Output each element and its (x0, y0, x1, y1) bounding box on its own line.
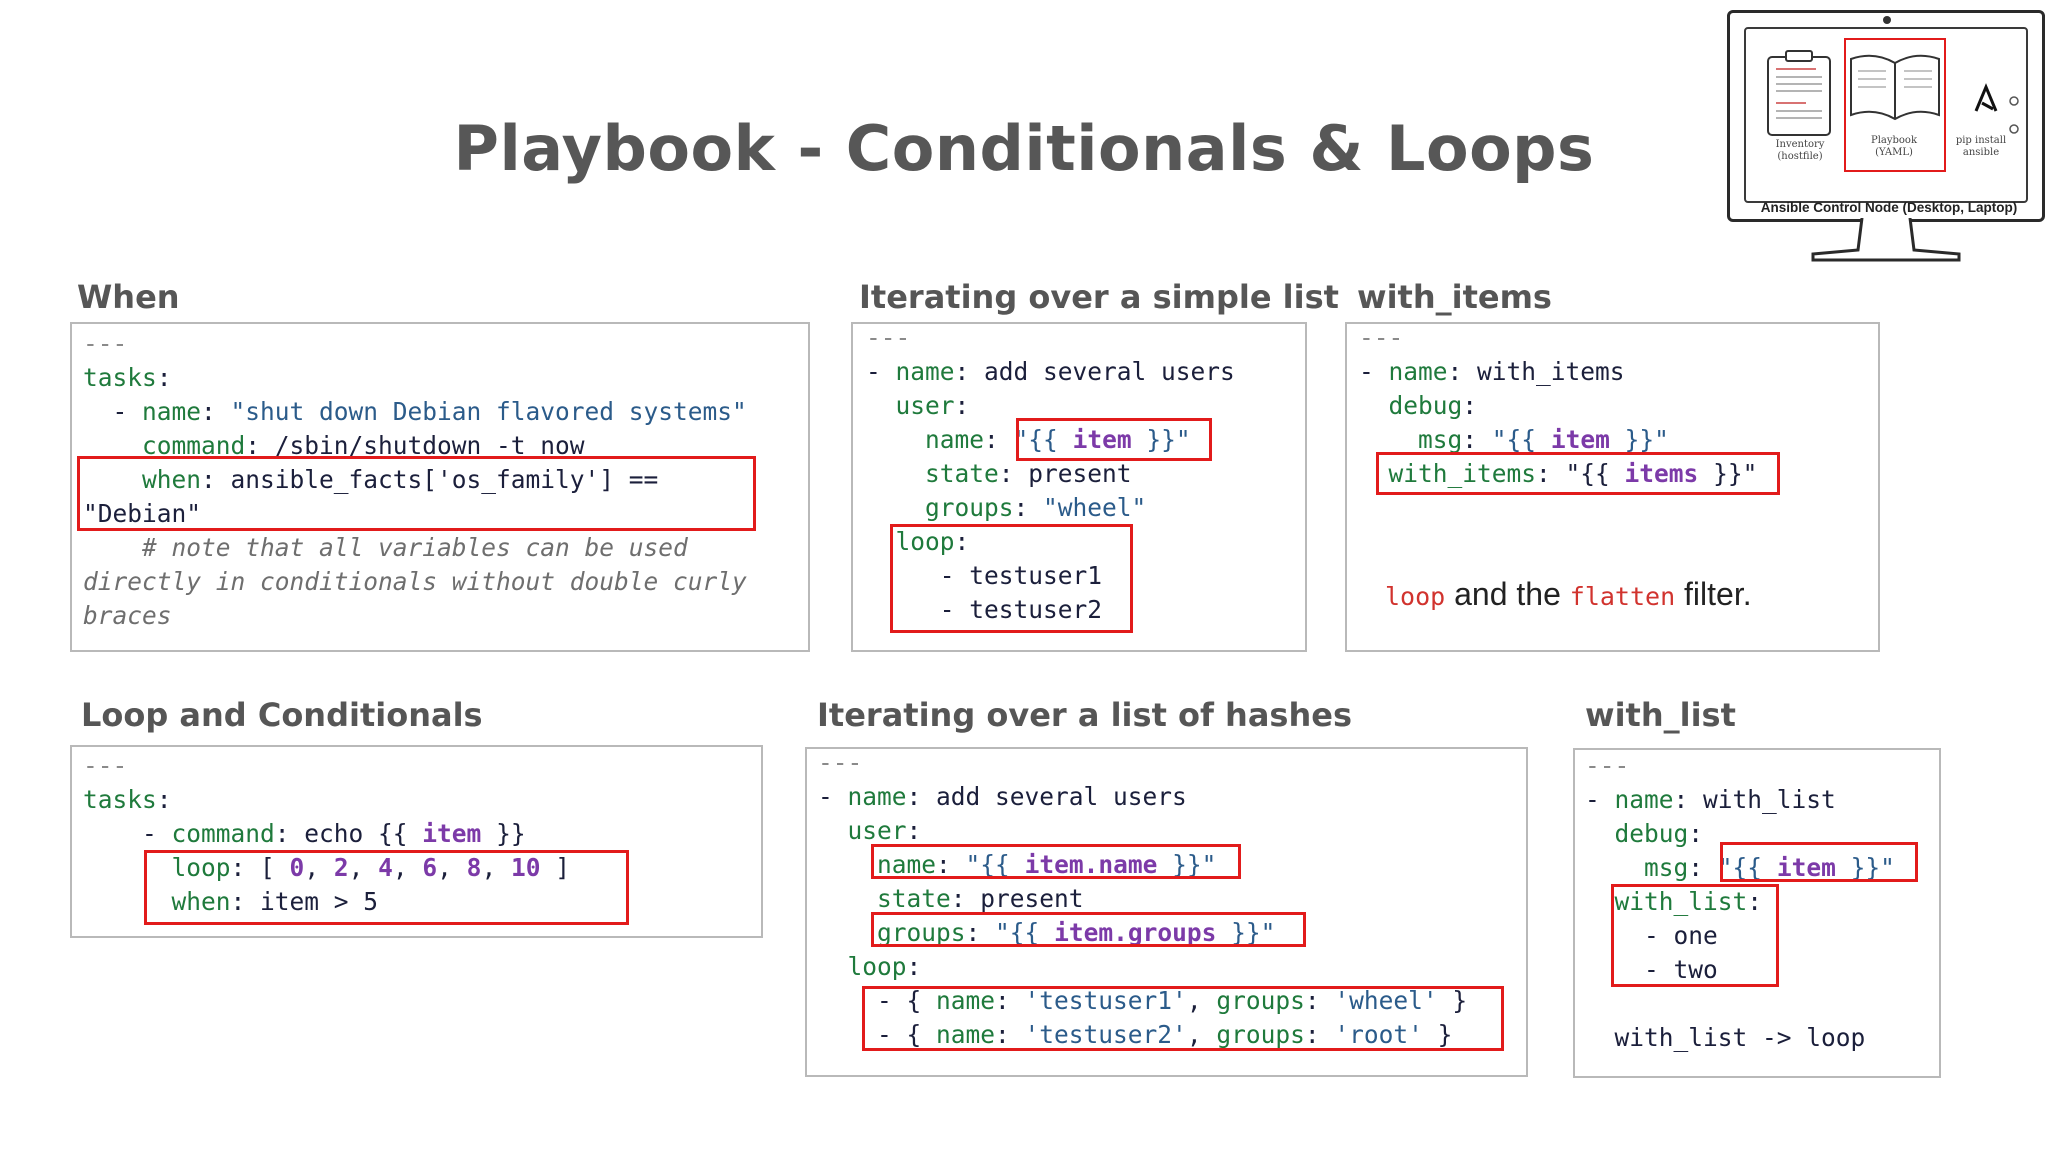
when-highlight (77, 456, 756, 531)
loop-cond-heading: Loop and Conditionals (81, 696, 483, 734)
with-list-msg-highlight (1720, 842, 1918, 882)
with-list-code-box (1573, 748, 1941, 1078)
monitor-content-svg (1767, 38, 2019, 172)
playbook-label: Playbook (YAML) (1870, 135, 1918, 158)
with-items-code-box (1345, 322, 1880, 652)
hashes-heading: Iterating over a list of hashes (817, 696, 1352, 734)
ansible-control-node-illustration: Inventory (hostfile) Playbook (YAML) pip… (1727, 10, 2045, 262)
page-title: Playbook - Conditionals & Loops (453, 112, 1595, 185)
simple-list-heading: Iterating over a simple list (859, 278, 1339, 316)
inventory-label: Inventory (hostfile) (1775, 139, 1825, 162)
hashes-name-highlight (871, 844, 1241, 879)
simple-list-code: --- - name: add several users user: name… (866, 323, 1235, 624)
loop-keyword: loop (1385, 582, 1446, 611)
camera-dot (1883, 16, 1891, 24)
monitor-stand (1811, 218, 1961, 262)
with-items-highlight (1376, 452, 1780, 495)
when-heading: When (77, 278, 180, 316)
monitor-caption: Ansible Control Node (Desktop, Laptop) (1760, 200, 2018, 215)
simple-list-item-highlight (1016, 418, 1212, 461)
note-filter: filter. (1675, 576, 1752, 612)
with-list-code: --- - name: with_list debug: msg: "{{ it… (1585, 751, 1895, 1052)
simple-list-loop-highlight (890, 524, 1133, 633)
monitor-screen: Inventory (hostfile) Playbook (YAML) pip… (1727, 10, 2045, 222)
note-and: and the (1445, 576, 1570, 612)
with-list-heading: with_list (1585, 696, 1736, 734)
hashes-groups-highlight (871, 912, 1306, 947)
flatten-keyword: flatten (1569, 582, 1676, 611)
with-items-note: loop and the flatten filter. (1385, 576, 1752, 613)
simple-list-code-box (851, 322, 1307, 652)
hashes-code: --- - name: add several users user: name… (818, 748, 1468, 1049)
loop-cond-code: --- tasks: - command: echo {{ item }} lo… (83, 751, 570, 916)
when-code-box (70, 322, 810, 652)
with-list-highlight (1611, 884, 1779, 987)
loop-cond-code-box (70, 745, 763, 938)
monitor-inner: Inventory (hostfile) Playbook (YAML) pip… (1744, 27, 2028, 203)
when-code: --- tasks: - name: "shut down Debian fla… (83, 329, 747, 630)
hashes-loop-highlight (862, 986, 1504, 1051)
with-items-heading: with_items (1357, 278, 1552, 316)
loop-cond-highlight (144, 850, 629, 925)
with-items-code: --- - name: with_items debug: msg: "{{ i… (1359, 323, 1758, 488)
pip-install-label: pip install ansible (1955, 135, 2007, 158)
